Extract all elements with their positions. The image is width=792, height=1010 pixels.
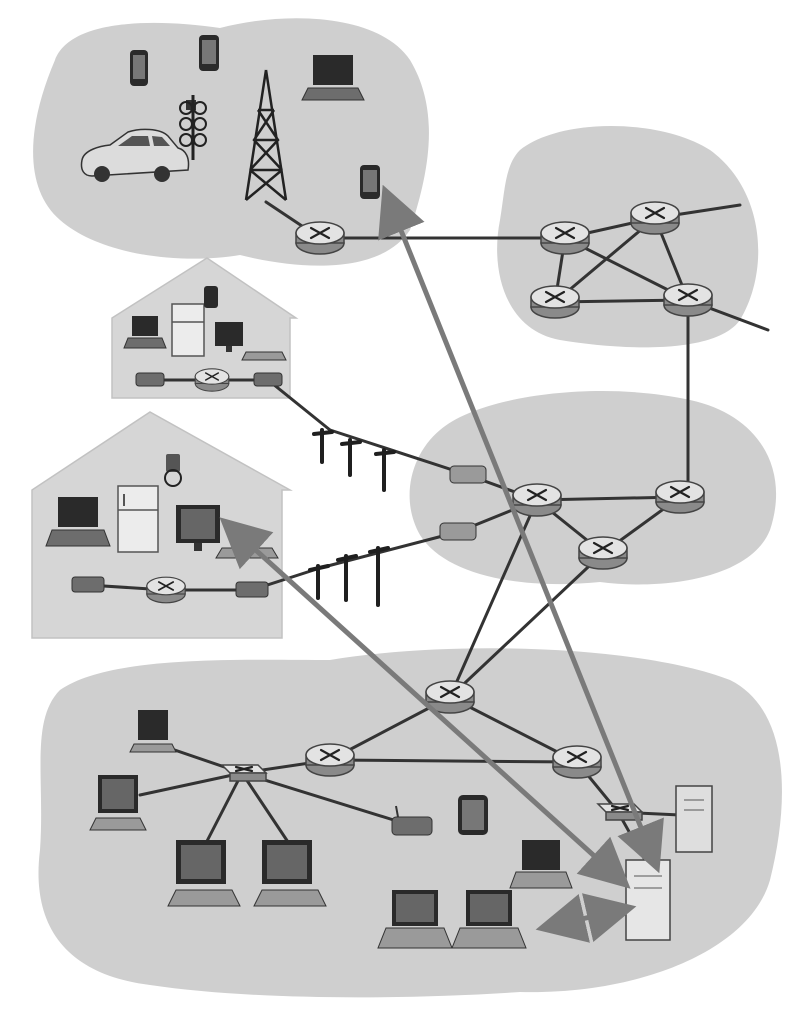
laptop-icon bbox=[45, 497, 111, 547]
laptop-icon bbox=[123, 316, 167, 349]
mobile-network-cloud bbox=[33, 18, 429, 266]
traffic-light-icon bbox=[179, 95, 207, 160]
utility-pole-icon bbox=[308, 564, 330, 600]
desktop-icon bbox=[89, 775, 147, 831]
router-icon bbox=[305, 743, 355, 777]
keyboard-icon bbox=[241, 351, 287, 361]
router-icon bbox=[194, 368, 230, 392]
utility-pole-icon bbox=[340, 438, 362, 477]
server-icon bbox=[625, 859, 671, 941]
modem-icon bbox=[439, 522, 477, 541]
utility-pole-icon bbox=[312, 428, 334, 464]
smartphone-icon bbox=[360, 165, 380, 199]
refrigerator-icon bbox=[171, 303, 205, 357]
tablet-icon bbox=[458, 795, 488, 835]
laptop-icon bbox=[301, 55, 365, 101]
modem-icon bbox=[135, 372, 165, 387]
router-icon bbox=[552, 745, 602, 779]
communication-arrows bbox=[219, 184, 664, 943]
utility-poles-bottom bbox=[308, 546, 390, 607]
home-1-devices bbox=[123, 286, 287, 361]
modem-icon bbox=[253, 372, 283, 387]
server-icon bbox=[675, 785, 713, 853]
thermostat-icon bbox=[204, 286, 218, 308]
arrow-server-to-home bbox=[219, 517, 631, 889]
modem-icon bbox=[71, 576, 105, 593]
monitor-icon bbox=[215, 322, 243, 352]
car-icon bbox=[80, 128, 190, 182]
router-icon bbox=[630, 201, 680, 235]
mobile-devices bbox=[80, 35, 380, 201]
monitor-icon bbox=[176, 505, 220, 551]
smartphone-icon bbox=[199, 35, 219, 71]
smartphone-icon bbox=[130, 50, 148, 86]
desktop-icon bbox=[129, 710, 177, 753]
modem-icon bbox=[449, 465, 487, 484]
refrigerator-icon bbox=[117, 485, 159, 553]
router-icon bbox=[512, 483, 562, 517]
router-icon bbox=[540, 221, 590, 255]
laptop-icon bbox=[451, 890, 527, 949]
keyboard-icon bbox=[215, 547, 279, 559]
router-icon bbox=[295, 221, 345, 255]
home-2-devices bbox=[45, 454, 279, 559]
desktop-icon bbox=[167, 840, 241, 907]
router-icon bbox=[146, 576, 186, 604]
utility-pole-icon bbox=[374, 448, 396, 492]
arrow-server-to-laptop bbox=[535, 893, 637, 943]
router-icon bbox=[663, 283, 713, 317]
laptop-icon bbox=[377, 890, 453, 949]
router-icon bbox=[578, 536, 628, 570]
thermostat-icon bbox=[164, 454, 182, 487]
cell-tower-icon bbox=[244, 69, 288, 201]
router-icon bbox=[530, 285, 580, 319]
utility-pole-icon bbox=[368, 546, 390, 607]
modem-icon bbox=[235, 581, 269, 598]
router-icon bbox=[655, 480, 705, 514]
